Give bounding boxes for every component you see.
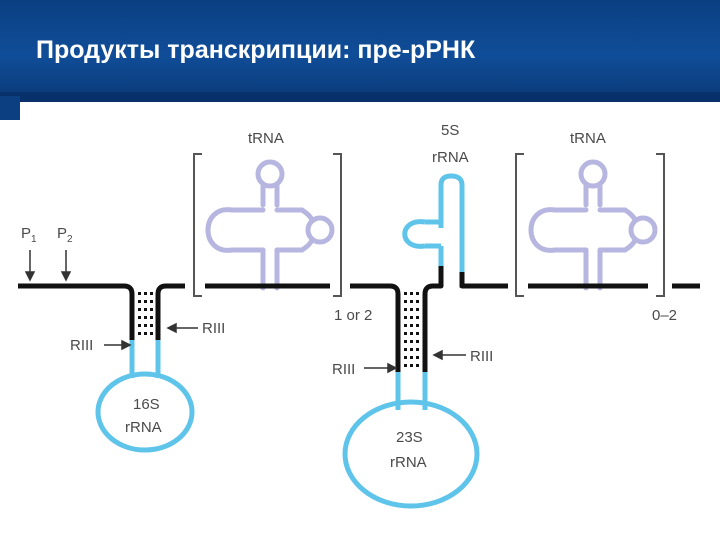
riii-right-1-label: RIII bbox=[202, 320, 225, 337]
slide-header bbox=[0, 0, 720, 100]
rrna-23s-label-line2: rRNA bbox=[390, 454, 427, 471]
riii-right-1-arrow-head bbox=[166, 322, 177, 334]
trna-right-anticodon-stem bbox=[583, 183, 603, 208]
trna-left-d-arm bbox=[229, 207, 266, 253]
riii-right-2-label: RIII bbox=[470, 348, 493, 365]
rrna-23s bbox=[342, 372, 480, 509]
trna-right-d-arm bbox=[552, 207, 589, 253]
riii-left-1-arrow-head bbox=[121, 339, 132, 351]
count-1-label: 1 or 2 bbox=[334, 307, 372, 324]
bracket-trna-left-r bbox=[333, 153, 342, 297]
trna-left-d-loop bbox=[205, 207, 235, 253]
count-2-label: 0–2 bbox=[652, 307, 677, 324]
p2-label: P2 bbox=[57, 225, 73, 245]
trna-right-acceptor-stem bbox=[583, 247, 603, 291]
trna-right-label: tRNA bbox=[570, 130, 606, 147]
base-pair-dots-2 bbox=[404, 292, 419, 367]
trna-left-t-link bbox=[299, 207, 315, 253]
bracket-trna-right-r bbox=[656, 153, 665, 297]
trna-right-t-loop bbox=[628, 215, 658, 245]
riii-left-2-label: RIII bbox=[332, 361, 355, 378]
backbone-segment-6 bbox=[459, 272, 508, 289]
rrna-23s-loop bbox=[342, 399, 480, 509]
rrna-16s-loop bbox=[95, 371, 195, 453]
p2-arrow-head bbox=[60, 271, 72, 282]
rrna-5s-label-line1: 5S bbox=[441, 122, 459, 139]
trna-right bbox=[528, 159, 658, 291]
rrna-23s-label-line1: 23S bbox=[396, 429, 423, 446]
riii-right-2-arrow-head bbox=[432, 349, 443, 361]
rrna-16s-label-line2: rRNA bbox=[125, 419, 162, 436]
brackets bbox=[193, 153, 665, 297]
trna-left-t-loop bbox=[305, 215, 335, 245]
trna-left-t-arm bbox=[274, 207, 305, 253]
rrna-16s-label-line1: 16S bbox=[133, 396, 160, 413]
trna-left bbox=[205, 159, 335, 291]
riii-left-2-arrow-head bbox=[387, 362, 398, 374]
rrna-5s-side-arm bbox=[425, 219, 441, 249]
trna-right-t-link bbox=[622, 207, 638, 253]
base-pair-dots-1 bbox=[138, 292, 153, 335]
header-divider bbox=[0, 92, 720, 102]
trna-right-t-arm bbox=[597, 207, 628, 253]
slide-title: Продукты транскрипции: пре-рРНК bbox=[36, 36, 476, 64]
backbone bbox=[18, 266, 700, 372]
rrna-5s-stem-right bbox=[438, 173, 465, 288]
p1-arrow-head bbox=[24, 271, 36, 282]
trna-right-d-loop bbox=[528, 207, 558, 253]
rrna-16s bbox=[95, 340, 195, 453]
rrna-16s-stem bbox=[129, 340, 161, 378]
trna-right-anticodon-loop bbox=[578, 159, 608, 189]
backbone-segment-1 bbox=[18, 283, 135, 340]
trna-left-acceptor-stem bbox=[260, 247, 280, 291]
bracket-trna-left-l bbox=[193, 153, 202, 297]
rrna-5s-side-loop bbox=[402, 219, 426, 249]
arrows bbox=[24, 250, 466, 374]
trna-left-anticodon-loop bbox=[255, 159, 285, 189]
backbone-segment-4 bbox=[350, 283, 401, 372]
rrna-5s-label-line2: rRNA bbox=[432, 149, 469, 166]
bracket-trna-right-l bbox=[515, 153, 524, 297]
trna-left-anticodon-stem bbox=[260, 183, 280, 208]
riii-left-1-label: RIII bbox=[70, 337, 93, 354]
trna-left-label: tRNA bbox=[248, 130, 284, 147]
rrna-5s bbox=[402, 173, 465, 288]
backbone-segment-5 bbox=[422, 266, 444, 372]
backbone-segment-2 bbox=[155, 283, 185, 340]
p1-label: P1 bbox=[21, 225, 37, 245]
